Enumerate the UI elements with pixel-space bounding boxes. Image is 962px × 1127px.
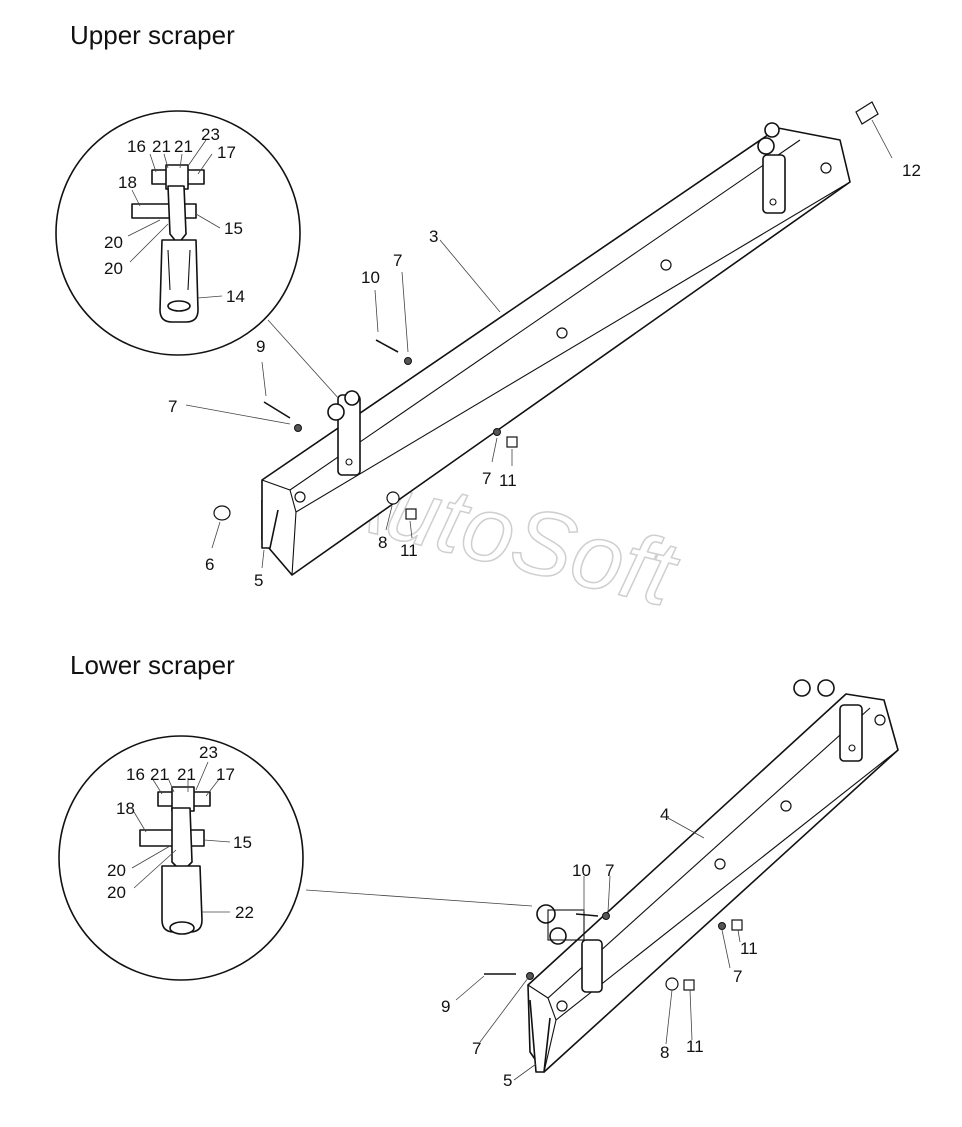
upper-label-8: 8	[378, 533, 387, 552]
lower-label-7b: 7	[733, 967, 742, 986]
upper-washer-7	[294, 424, 302, 432]
upper-plug-6	[213, 505, 231, 521]
lower-bar-bolt	[780, 800, 792, 812]
lower-left-hanger	[536, 904, 603, 993]
upper-right-hanger	[757, 122, 786, 214]
lower-leaders	[455, 817, 741, 1081]
upper-label-3: 3	[429, 227, 438, 246]
lower-nut-11	[731, 919, 743, 931]
lower-label-10: 10	[572, 861, 591, 880]
lower-label-9: 9	[441, 997, 450, 1016]
lower-bolt-10	[575, 913, 599, 917]
lower-detail-leader	[305, 889, 533, 907]
lower-label-20a: 20	[107, 861, 126, 880]
lower-washer-7	[602, 912, 610, 920]
upper-label-10: 10	[361, 268, 380, 287]
lower-label-7c: 7	[472, 1039, 481, 1058]
upper-scraper-title: Upper scraper	[70, 20, 235, 50]
upper-washer-7	[493, 428, 501, 436]
lower-scraper-bar	[527, 693, 899, 1073]
lower-label-7a: 7	[605, 861, 614, 880]
upper-washer-7	[404, 357, 412, 365]
upper-nut-11	[405, 508, 417, 520]
lower-label-21a: 21	[150, 765, 169, 784]
upper-label-17: 17	[217, 143, 236, 162]
lower-right-hanger	[793, 679, 863, 762]
lower-label-5: 5	[503, 1071, 512, 1090]
upper-label-23: 23	[201, 125, 220, 144]
lower-label-4: 4	[660, 805, 669, 824]
upper-label-15: 15	[224, 219, 243, 238]
lower-bar-bolt	[874, 714, 886, 726]
upper-label-12: 12	[902, 161, 921, 180]
upper-scraper: 16 21 21 23 17 18 15 20 20 14 3 12 10 7 …	[55, 101, 921, 590]
upper-blade-end	[261, 500, 279, 549]
upper-label-6: 6	[205, 555, 214, 574]
upper-label-11b: 11	[400, 541, 418, 560]
upper-leaders	[185, 119, 893, 569]
upper-label-14: 14	[226, 287, 245, 306]
upper-label-5: 5	[254, 571, 263, 590]
upper-detail-leader	[267, 319, 341, 401]
upper-label-7a: 7	[393, 251, 402, 270]
upper-bar-bolt	[820, 162, 832, 174]
lower-washer-7	[526, 972, 534, 980]
lower-label-15: 15	[233, 833, 252, 852]
upper-label-21a: 21	[152, 137, 171, 156]
lower-label-11a: 11	[740, 939, 758, 958]
upper-part-12	[855, 101, 879, 125]
lower-blade-end	[529, 999, 551, 1073]
upper-bar-bolt	[556, 327, 568, 339]
upper-bolt-10	[375, 339, 399, 353]
lower-bar-bolt	[556, 1000, 568, 1012]
upper-label-20a: 20	[104, 233, 123, 252]
lower-label-16: 16	[126, 765, 145, 784]
lower-scraper-title: Lower scraper	[70, 650, 235, 680]
lower-washer-8	[665, 977, 679, 991]
lower-label-8: 8	[660, 1043, 669, 1062]
upper-bar-bolt	[294, 491, 306, 503]
lower-label-18: 18	[116, 799, 135, 818]
lower-label-22: 22	[235, 903, 254, 922]
lower-label-17: 17	[216, 765, 235, 784]
lower-label-23: 23	[199, 743, 218, 762]
lower-label-11b: 11	[686, 1037, 704, 1056]
lower-nut-11	[683, 979, 695, 991]
upper-label-20b: 20	[104, 259, 123, 278]
upper-washer-8	[386, 491, 400, 505]
upper-bolt-9	[263, 401, 291, 419]
upper-bar-bolt	[660, 259, 672, 271]
lower-bar-bolt	[714, 858, 726, 870]
upper-label-9: 9	[256, 337, 265, 356]
upper-detail-hanger	[131, 164, 205, 323]
lower-label-20b: 20	[107, 883, 126, 902]
upper-label-21b: 21	[174, 137, 193, 156]
lower-scraper: 23 16 21 21 17 18 15 20 20 22 4 10 7 11 …	[58, 679, 899, 1090]
upper-detail-leaders	[127, 139, 223, 299]
lower-washer-7	[718, 922, 726, 930]
upper-label-7c: 7	[482, 469, 491, 488]
upper-label-11a: 11	[499, 471, 517, 490]
lower-detail-hanger	[139, 786, 211, 935]
upper-label-18: 18	[118, 173, 137, 192]
upper-label-7b: 7	[168, 397, 177, 416]
lower-detail-leaders	[131, 761, 231, 913]
upper-label-16: 16	[127, 137, 146, 156]
upper-left-hanger	[327, 390, 361, 476]
lower-label-21b: 21	[177, 765, 196, 784]
upper-nut-11	[506, 436, 518, 448]
